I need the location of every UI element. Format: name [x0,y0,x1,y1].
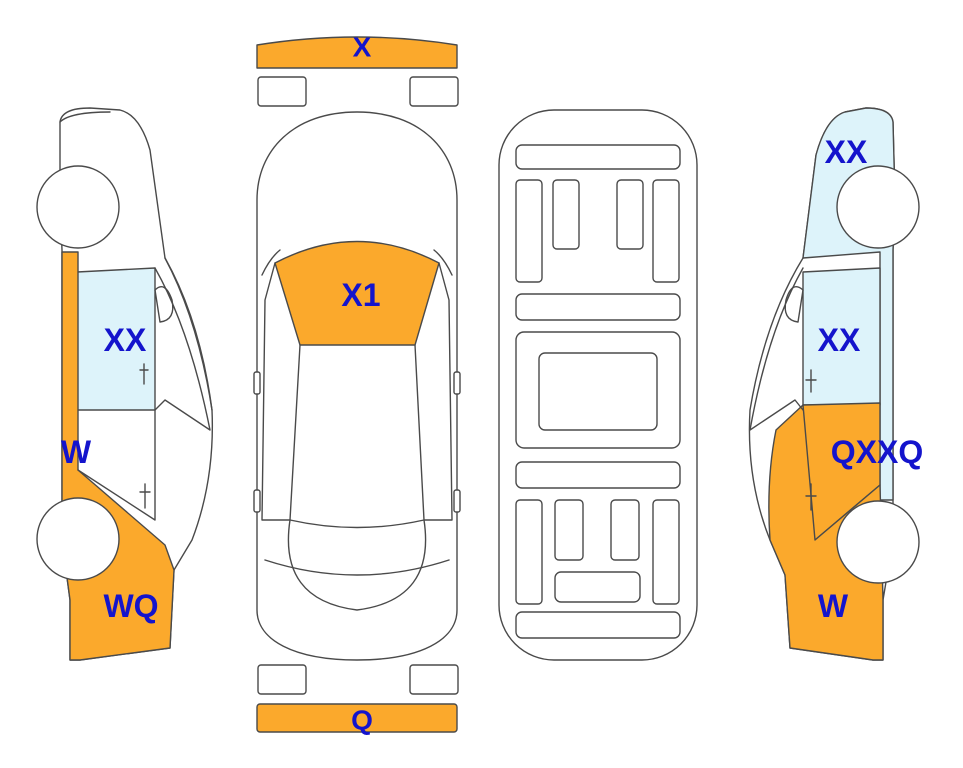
rear-right-light [409,664,459,695]
left-windshield [164,257,213,411]
right-front-door-label: QXXQ [831,434,923,470]
front-bumper-label: X [353,32,372,63]
left-mirror [253,371,261,395]
right-door-handle-lower [805,483,817,511]
left-rear-wheel [36,165,120,249]
right-door-handle-upper [805,369,817,393]
rear-left-light [257,664,307,695]
roof-outline [289,344,425,529]
top-view-car [253,111,461,661]
front-bumper[interactable] [256,36,458,69]
front-right-light [409,76,459,107]
top-view-body [256,111,458,661]
windshield-outline-right [433,249,453,276]
right-front-wheel [836,500,920,584]
hood-label: X1 [341,277,380,313]
left-door-line [77,409,156,521]
left-front-fender-label: WQ [103,588,158,624]
left-door-handle-lower [139,483,151,509]
left-side-view [36,107,214,661]
right-side-mirror [784,286,804,323]
rear-bumper[interactable] [256,703,458,733]
right-window-line [749,267,804,431]
left-front-door-label: W [61,434,92,470]
left-window-line [154,267,211,431]
right-pillar [423,262,453,521]
left-front-wheel [36,497,120,581]
underside-view [498,109,698,661]
left-door-handle-upper [139,363,149,385]
left-rear-door-label: XX [104,322,147,358]
left-handle [253,489,261,513]
right-handle [453,489,461,513]
front-left-light [257,76,307,107]
right-front-fender-label: W [818,588,849,624]
left-side-mirror [154,286,174,323]
right-side-view [748,107,920,661]
left-pillar [261,262,291,521]
right-rear-wheel [836,165,920,249]
right-rear-quarter-label: XX [825,134,868,170]
windshield-outline [261,249,281,276]
right-rear-door-label: XX [818,322,861,358]
rear-window [287,519,427,611]
rear-deck [264,559,450,576]
right-mirror [453,371,461,395]
rear-bumper-label: Q [351,705,373,736]
